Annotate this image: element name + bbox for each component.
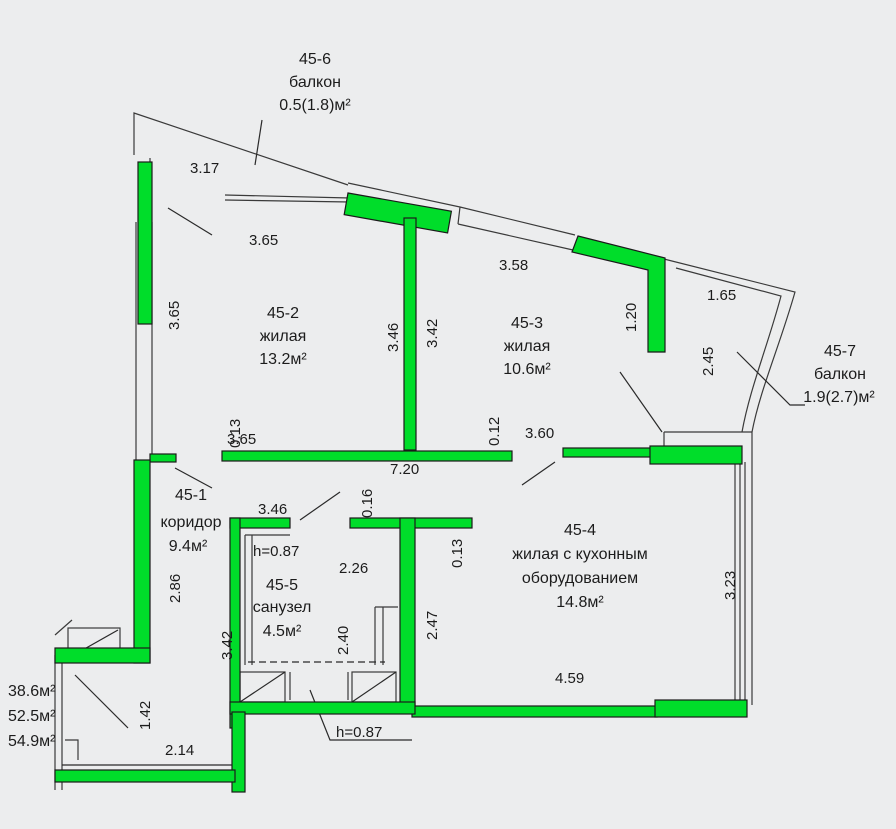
leader-balcony-45-6 xyxy=(254,119,263,166)
wall-partition-rooms xyxy=(403,217,417,451)
wall-l-shape-right xyxy=(571,235,666,353)
leader-3-46-bath xyxy=(299,491,341,521)
dim-4-59: 4.59 xyxy=(555,670,584,687)
room-45-6-name: балкон xyxy=(289,74,341,91)
dim-3-65-top: 3.65 xyxy=(249,232,278,249)
room-45-5-name: санузел xyxy=(253,599,312,616)
room-45-1-name: коридор xyxy=(160,514,221,531)
room-45-5-area: 4.5м² xyxy=(263,623,302,640)
room-45-3-id: 45-3 xyxy=(511,315,543,332)
leader-1-42 xyxy=(74,674,129,729)
dim-3-46-bath: 3.46 xyxy=(258,501,287,518)
leader-3-65-top xyxy=(167,207,213,236)
dim-0-13-left: 0.13 xyxy=(227,419,244,448)
dim-3-60: 3.60 xyxy=(525,425,554,442)
bottom-left-frame xyxy=(54,619,79,790)
room-45-3-name: жилая xyxy=(504,338,551,355)
dim-1-65: 1.65 xyxy=(707,287,736,304)
dim-0-16: 0.16 xyxy=(359,489,376,518)
dim-1-42: 1.42 xyxy=(137,701,154,730)
balcony-45-7-inner xyxy=(675,267,782,433)
room-45-7-name: балкон xyxy=(814,366,866,383)
dim-3-46: 3.46 xyxy=(385,323,402,352)
walls xyxy=(54,161,748,793)
room-45-7-id: 45-7 xyxy=(824,343,856,360)
room-45-4-name-line1: жилая с кухонным xyxy=(512,546,648,563)
wall-entrance xyxy=(54,647,151,664)
dim-2-40: 2.40 xyxy=(335,626,352,655)
room-45-1-area: 9.4м² xyxy=(169,538,208,555)
dim-2-45: 2.45 xyxy=(700,347,717,376)
wall-horizontal-mid xyxy=(221,450,513,462)
wall-bath-right xyxy=(399,517,416,709)
fixture-box-right-diag xyxy=(351,671,397,703)
wall-corridor-left xyxy=(133,459,151,664)
total-area-1: 38.6м² xyxy=(8,683,56,700)
dim-3-65-bottom: 3.65 xyxy=(227,431,256,448)
room-45-2-area: 13.2м² xyxy=(259,351,307,368)
room-45-4-area: 14.8м² xyxy=(556,594,604,611)
wall-bottom-kitchen xyxy=(411,705,658,718)
wall-kitchen-top-thin xyxy=(562,447,652,458)
total-area-3: 54.9м² xyxy=(8,733,56,750)
window-frame-top xyxy=(347,182,576,251)
room-45-5-id: 45-5 xyxy=(266,577,298,594)
wall-stub-left xyxy=(149,453,177,463)
leader-3-60 xyxy=(521,371,663,486)
leader-corridor xyxy=(174,467,213,489)
dim-2-86: 2.86 xyxy=(167,574,184,603)
dim-h-0-87-top: h=0.87 xyxy=(253,543,299,560)
dim-2-14: 2.14 xyxy=(165,742,194,759)
dim-h-0-87-bottom: h=0.87 xyxy=(336,724,382,741)
fixture-box-left-diag xyxy=(239,671,286,703)
balcony-45-7-outline xyxy=(659,257,796,433)
dim-0-12: 0.12 xyxy=(486,417,503,446)
dim-1-20: 1.20 xyxy=(623,303,640,332)
room-labels: 45-6 балкон 0.5(1.8)м² 45-2 жилая 13.2м²… xyxy=(160,51,875,640)
wall-bath-bottom xyxy=(229,701,416,715)
dim-3-42-top: 3.42 xyxy=(424,319,441,348)
area-totals: 38.6м² 52.5м² 54.9м² xyxy=(8,683,56,750)
room-45-3-area: 10.6м² xyxy=(503,361,551,378)
wall-bath-left xyxy=(229,517,241,729)
bathroom-fixtures xyxy=(244,534,398,700)
room-45-2-name: жилая xyxy=(260,328,307,345)
dim-3-17: 3.17 xyxy=(190,160,219,177)
dim-7-20: 7.20 xyxy=(390,461,419,478)
dim-3-58: 3.58 xyxy=(499,257,528,274)
room-45-2-id: 45-2 xyxy=(267,305,299,322)
dim-2-47: 2.47 xyxy=(424,611,441,640)
dim-3-65-left: 3.65 xyxy=(166,301,183,330)
dim-3-23: 3.23 xyxy=(722,571,739,600)
dim-3-42-bottom: 3.42 xyxy=(219,631,236,660)
room-45-6-id: 45-6 xyxy=(299,51,331,68)
total-area-2: 52.5м² xyxy=(8,708,56,725)
room-45-7-area: 1.9(2.7)м² xyxy=(803,389,875,406)
wall-bottom-strip xyxy=(54,769,236,783)
window-line-top xyxy=(224,194,351,203)
wall-top-segment xyxy=(343,192,453,234)
room-45-4-name-line2: оборудованием xyxy=(522,570,638,587)
balcony-45-6-outline xyxy=(133,112,349,186)
balcony-door-frame xyxy=(663,431,753,448)
dim-0-13-right: 0.13 xyxy=(449,539,466,568)
leader-balcony-45-7 xyxy=(736,351,805,406)
dim-2-26: 2.26 xyxy=(339,560,368,577)
room-45-6-area: 0.5(1.8)м² xyxy=(279,97,351,114)
room-45-4-id: 45-4 xyxy=(564,522,596,539)
wall-bottom-right xyxy=(654,699,748,718)
room-45-1-id: 45-1 xyxy=(175,487,207,504)
right-window xyxy=(734,448,753,705)
dimension-labels: 3.17 3.65 3.58 1.65 3.65 3.60 7.20 3.46 … xyxy=(137,160,739,759)
wall-left-upper xyxy=(137,161,153,325)
wall-kitchen-top-thick xyxy=(649,445,743,465)
